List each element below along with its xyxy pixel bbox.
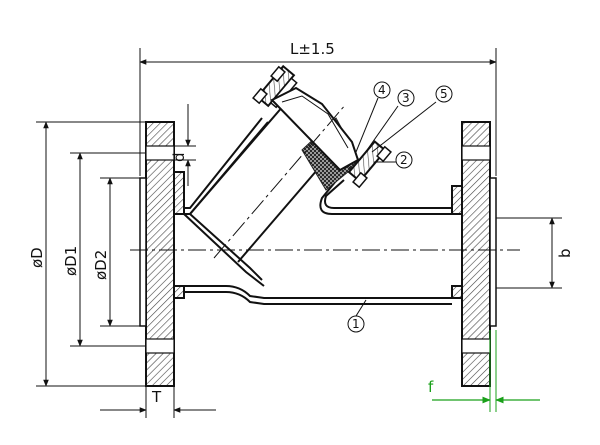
callout-1: 1 [347,299,367,333]
dimension-raised-face: øD2 [92,177,140,327]
callout-2-number: 2 [400,153,408,167]
strainer-body [183,97,452,305]
outer-diameter-label: øD [28,247,46,268]
right-flange [451,121,497,387]
length-label: L±1.5 [290,40,335,58]
dimension-height: b [496,217,574,289]
raised-face-label: øD2 [92,250,110,280]
bolt-circle-label: øD1 [62,246,80,276]
callout-5: 5 [371,85,453,153]
callout-5-number: 5 [440,87,448,101]
bolt-hole-label: d [170,152,188,162]
dimension-thickness: T [100,386,216,418]
height-label: b [556,248,574,258]
center-lines [130,103,520,259]
raised-face-height-text: f [428,378,434,396]
dimension-outer-diameter: øD [28,121,146,387]
callout-2: 2 [374,151,413,169]
thickness-label: T [151,388,162,406]
dimension-length: L±1.5 [139,40,497,176]
callout-3: 3 [359,89,415,161]
callout-3-number: 3 [402,91,410,105]
strainer-cover [252,64,392,189]
dimension-raised-face-height: f [428,330,540,412]
dimension-bolt-hole: d [170,104,196,186]
callout-1-number: 1 [352,317,360,331]
callout-4-number: 4 [378,83,386,97]
dimension-bolt-circle: øD1 [62,152,146,347]
callout-4: 4 [355,81,391,153]
